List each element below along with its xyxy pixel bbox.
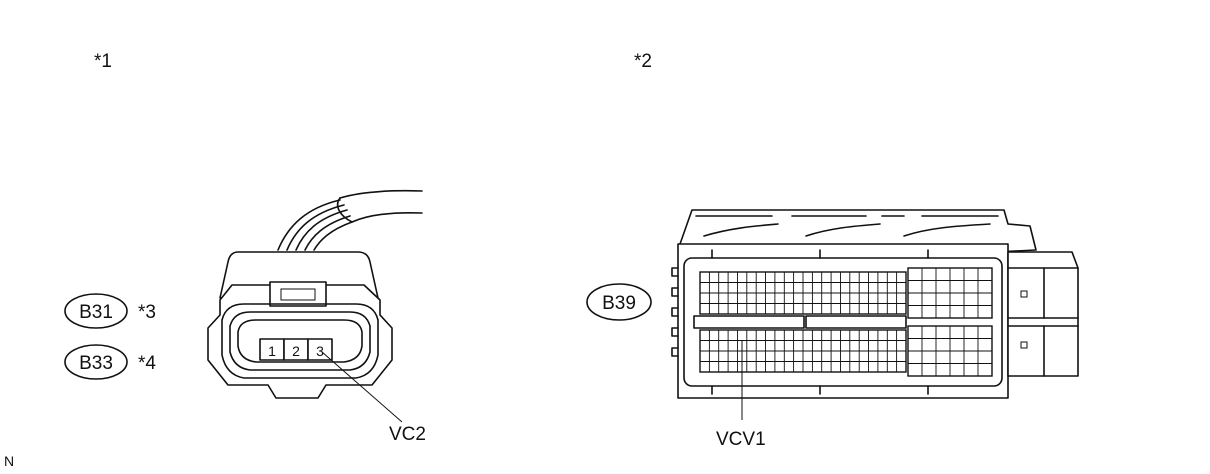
callout-2: *2 — [634, 51, 652, 72]
terminal-grid-lower-right — [907, 325, 993, 377]
connector-badge-b31: B31 — [64, 293, 128, 329]
pin-3-label: 3 — [316, 343, 324, 359]
terminal-label-vc2: VC2 — [389, 424, 426, 445]
badge-b39-label: B39 — [602, 293, 636, 314]
badge-b33-label: B33 — [79, 353, 113, 374]
cavity-3 — [307, 338, 333, 361]
connector-badge-b33: B33 — [64, 344, 128, 380]
vc2-leader-line — [321, 351, 403, 423]
connector-badge-b39: B39 — [586, 283, 652, 321]
callout-1: *1 — [94, 51, 112, 72]
callout-3: *3 — [138, 302, 156, 323]
three-pin-connector: 1 2 3 — [207, 189, 423, 399]
terminal-label-vcv1: VCV1 — [716, 429, 766, 450]
badge-b31-label: B31 — [79, 302, 113, 323]
ecu-connector — [671, 209, 1079, 399]
corner-code: N — [4, 453, 14, 469]
callout-4: *4 — [138, 353, 156, 374]
pin-1-label: 1 — [268, 343, 276, 359]
pin-2-label: 2 — [292, 343, 300, 359]
terminal-grid-lower-left — [699, 329, 907, 373]
terminal-grid-upper-left — [699, 271, 907, 315]
terminal-grid-upper-right — [907, 267, 993, 319]
